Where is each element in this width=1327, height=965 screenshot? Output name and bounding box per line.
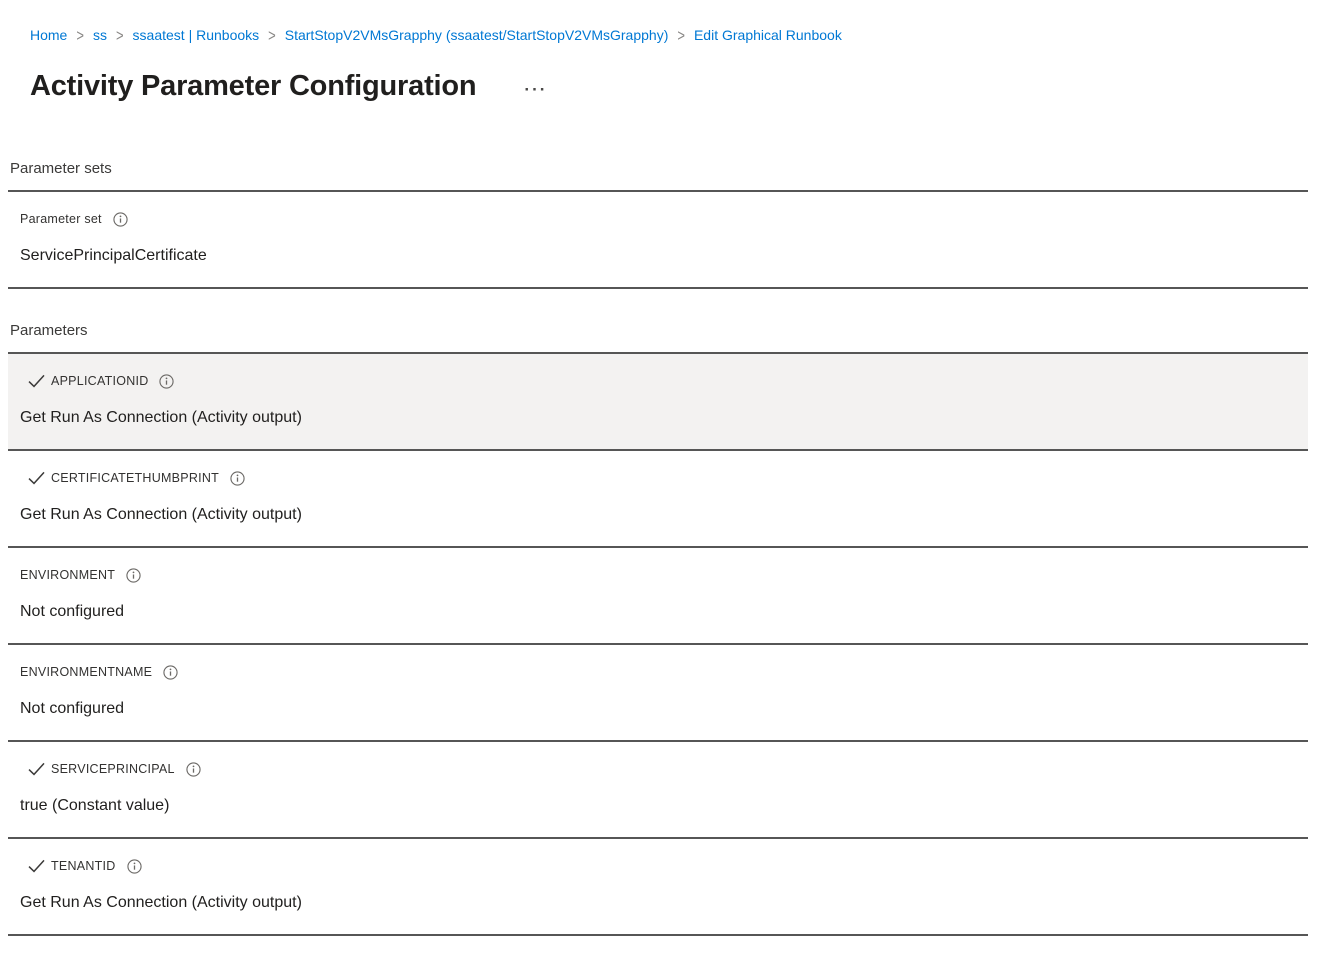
breadcrumb-item-ss[interactable]: ss — [92, 27, 107, 43]
page-header: Activity Parameter Configuration ··· — [30, 70, 1327, 103]
section-label-parameter-sets: Parameter sets — [8, 160, 1308, 192]
parameter-label-line: SERVICEPRINCIPAL — [20, 759, 1308, 779]
parameter-name: Parameter set — [20, 212, 102, 226]
checkmark-icon — [28, 374, 45, 388]
parameter-label-line: TENANTID — [20, 856, 1308, 876]
info-icon[interactable] — [163, 664, 178, 680]
breadcrumb-item-edit-graphical-runbook[interactable]: Edit Graphical Runbook — [693, 27, 842, 43]
parameter-row-certificatethumbprint[interactable]: CERTIFICATETHUMBPRINT Get Run As Connect… — [8, 451, 1308, 548]
chevron-right-icon: > — [677, 27, 685, 43]
parameter-name: ENVIRONMENT — [20, 568, 116, 582]
info-icon[interactable] — [126, 567, 141, 583]
parameter-value: true (Constant value) — [20, 797, 170, 814]
parameter-row-applicationid[interactable]: APPLICATIONID Get Run As Connection (Act… — [8, 354, 1308, 451]
parameter-name: TENANTID — [51, 859, 116, 873]
parameter-value: Get Run As Connection (Activity output) — [20, 506, 302, 523]
parameter-name: CERTIFICATETHUMBPRINT — [51, 471, 219, 485]
section-label-parameters: Parameters — [8, 322, 1308, 354]
info-icon[interactable] — [113, 211, 128, 227]
info-icon[interactable] — [159, 373, 175, 389]
chevron-right-icon: > — [76, 27, 84, 43]
parameter-label-line: CERTIFICATETHUMBPRINT — [20, 468, 1308, 488]
parameter-row-environment[interactable]: ENVIRONMENT Not configured — [8, 548, 1308, 645]
breadcrumb: Home > ss > ssaatest | Runbooks > StartS… — [30, 27, 1327, 43]
checkmark-icon — [28, 471, 45, 485]
breadcrumb-item-runbook[interactable]: StartStopV2VMsGrapphy (ssaatest/StartSto… — [284, 27, 669, 43]
parameter-name: SERVICEPRINCIPAL — [51, 762, 175, 776]
ellipsis-icon[interactable]: ··· — [524, 79, 548, 99]
parameter-value: Not configured — [20, 603, 125, 620]
chevron-right-icon: > — [268, 27, 276, 43]
checkmark-icon — [28, 859, 45, 873]
parameter-label-line: ENVIRONMENT — [20, 565, 1308, 585]
parameter-label-line: Parameter set — [20, 209, 1308, 229]
parameter-label-line: ENVIRONMENTNAME — [20, 662, 1308, 682]
checkmark-icon — [28, 762, 45, 776]
parameter-name: APPLICATIONID — [51, 374, 149, 388]
parameter-label-line: APPLICATIONID — [20, 371, 1308, 391]
chevron-right-icon: > — [115, 27, 124, 43]
parameter-value: Get Run As Connection (Activity output) — [20, 894, 302, 911]
parameter-row-tenantid[interactable]: TENANTID Get Run As Connection (Activity… — [8, 839, 1308, 936]
page-title: Activity Parameter Configuration — [30, 70, 477, 102]
parameter-row-serviceprincipal[interactable]: SERVICEPRINCIPAL true (Constant value) — [8, 742, 1308, 839]
parameter-value: Get Run As Connection (Activity output) — [20, 409, 302, 426]
breadcrumb-item-runbooks[interactable]: ssaatest | Runbooks — [132, 27, 260, 43]
parameter-value: Not configured — [20, 700, 125, 717]
parameter-row-environmentname[interactable]: ENVIRONMENTNAME Not configured — [8, 645, 1308, 742]
parameter-value: ServicePrincipalCertificate — [20, 247, 207, 264]
info-icon[interactable] — [186, 761, 201, 777]
parameter-name: ENVIRONMENTNAME — [20, 665, 153, 679]
parameter-configuration-panel: Parameter sets Parameter set ServicePrin… — [8, 160, 1308, 936]
parameter-set-row[interactable]: Parameter set ServicePrincipalCertificat… — [8, 192, 1308, 289]
info-icon[interactable] — [230, 470, 245, 486]
info-icon[interactable] — [126, 858, 142, 874]
breadcrumb-item-home[interactable]: Home — [30, 27, 68, 43]
